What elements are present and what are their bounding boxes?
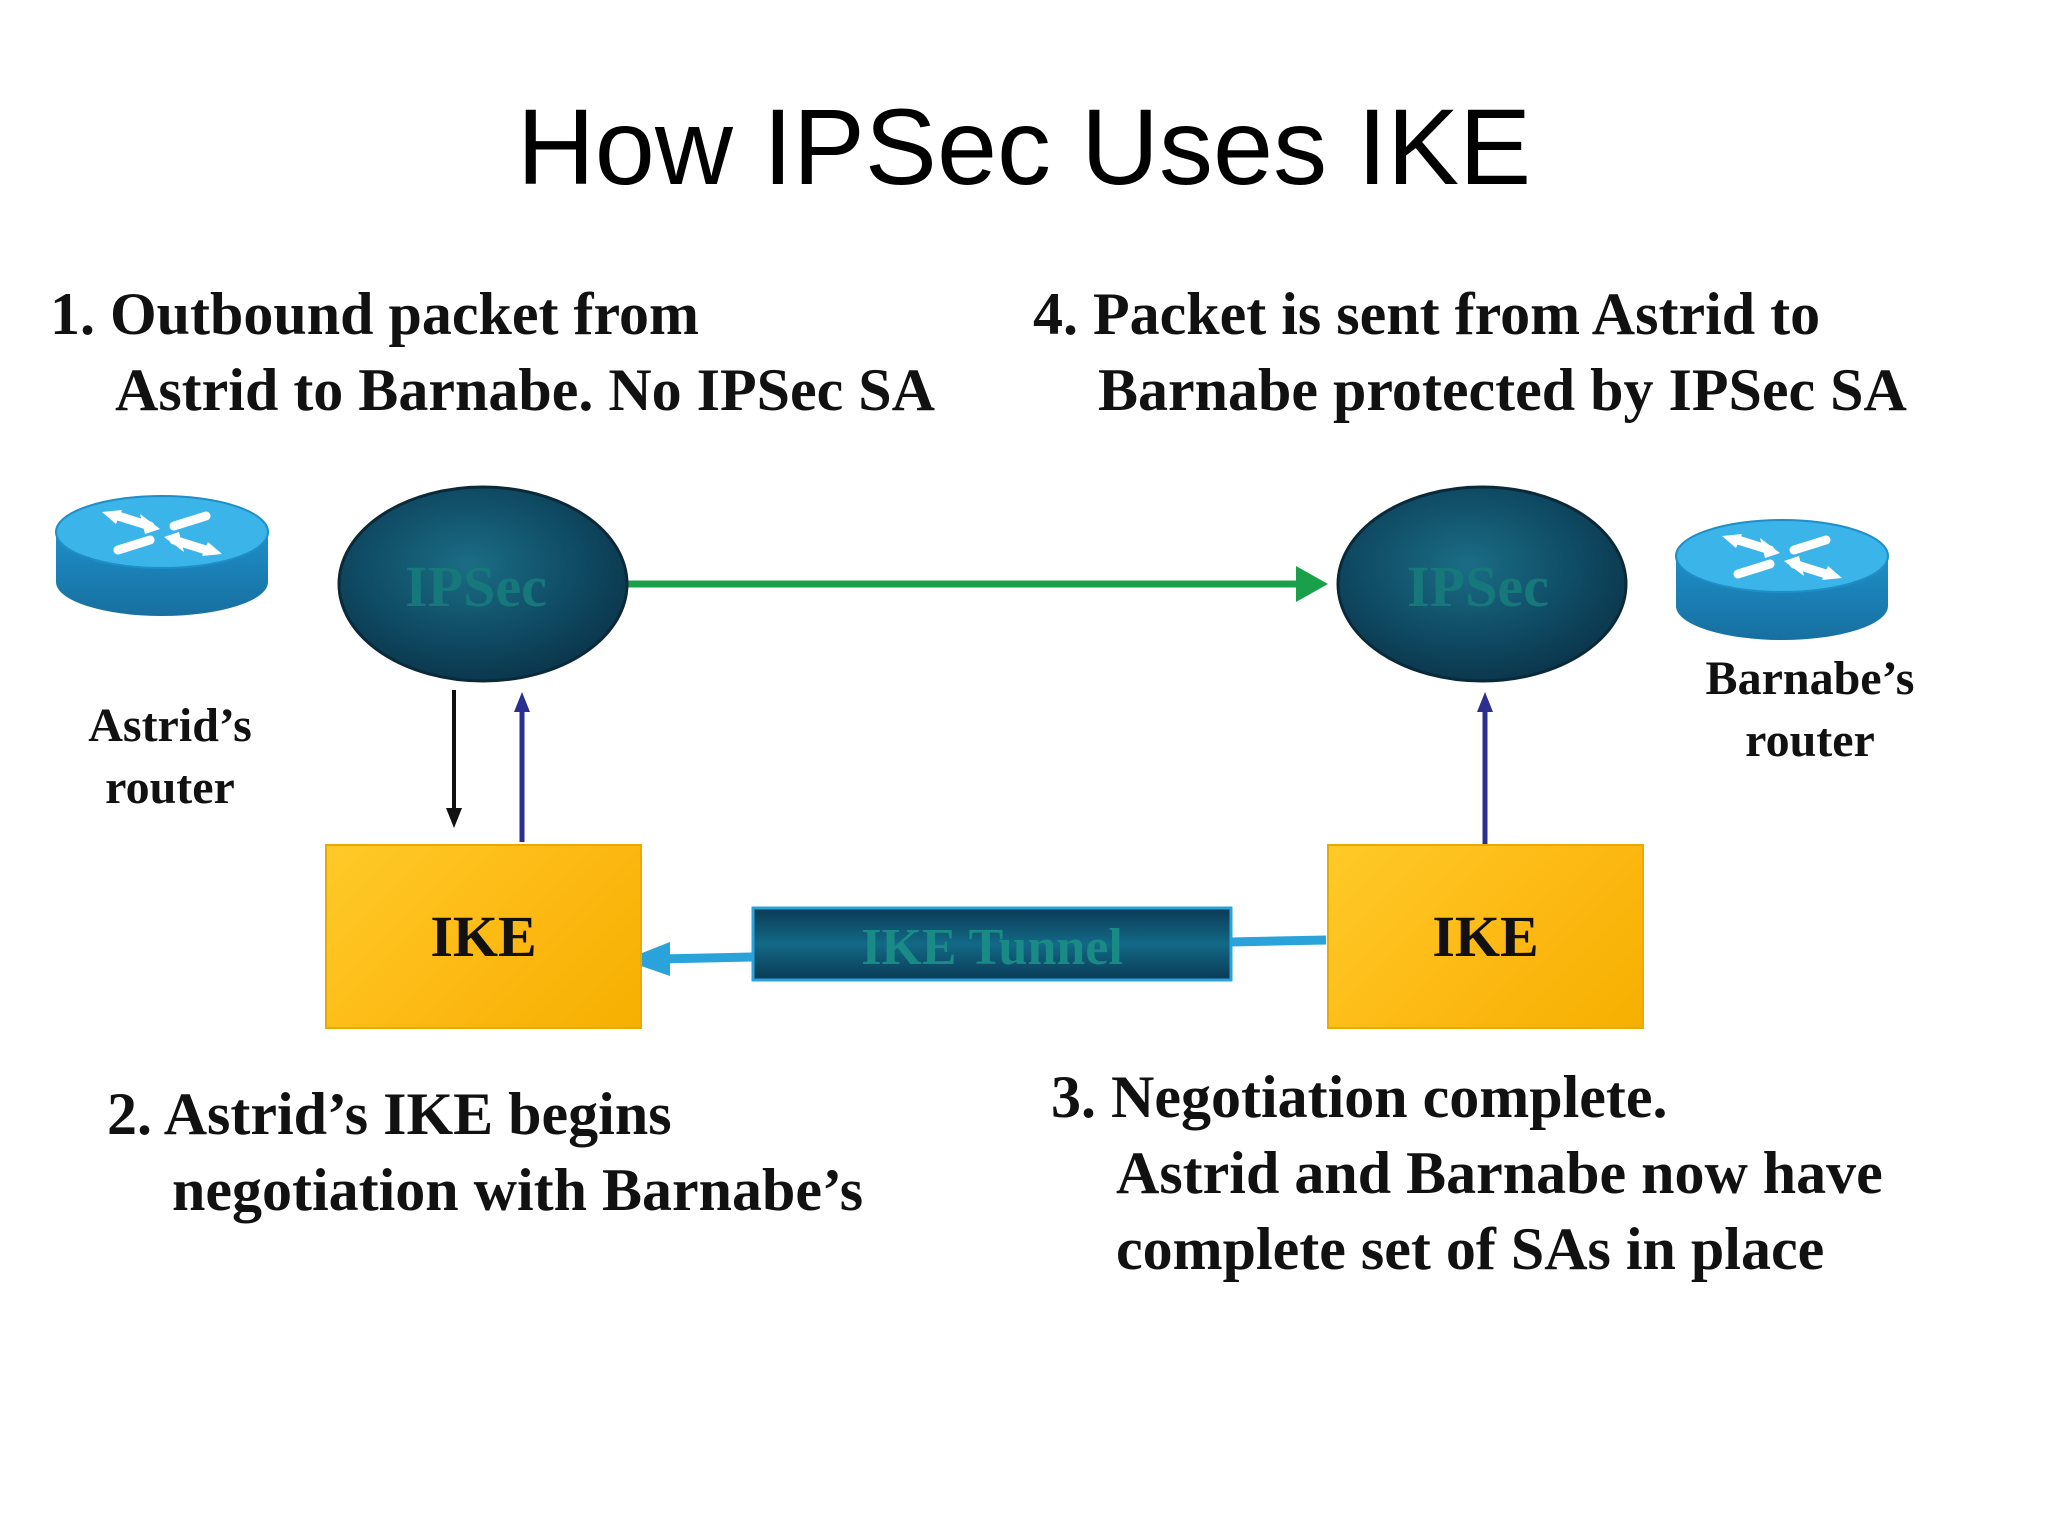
step-1-line-1: Outbound packet from xyxy=(110,281,699,347)
step-4-number: 4. xyxy=(1033,281,1078,347)
astrid-router-label: Astrid’s router xyxy=(60,695,280,819)
ipsec-left-node: IPSec xyxy=(337,485,629,683)
step-3-line-1: Negotiation complete. xyxy=(1111,1064,1668,1130)
astrid-router-label-line-1: Astrid’s xyxy=(88,699,252,752)
step-2-line-2: negotiation with Barnabe’s xyxy=(172,1157,864,1223)
barnabe-router-label-line-1: Barnabe’s xyxy=(1705,652,1915,705)
ipsec-left-label: IPSec xyxy=(405,554,547,619)
step-3-line-3: complete set of SAs in place xyxy=(1116,1216,1825,1282)
step-4-text: 4. Packet is sent from Astrid to Barnabe… xyxy=(1033,276,1907,428)
step-3-text: 3. Negotiation complete. Astrid and Barn… xyxy=(1051,1059,1883,1287)
ike-right-box: IKE xyxy=(1327,844,1644,1029)
ipsec-right-label: IPSec xyxy=(1407,554,1549,619)
step-1-number: 1. xyxy=(50,281,95,347)
ike-tunnel-label: IKE Tunnel xyxy=(861,919,1123,976)
ike-left-label: IKE xyxy=(430,904,537,969)
ike-left-box: IKE xyxy=(325,844,642,1029)
step-2-line-1: Astrid’s IKE begins xyxy=(163,1081,672,1147)
ike-tunnel-box: IKE Tunnel xyxy=(751,906,1233,982)
black-down-arrow xyxy=(446,690,462,828)
ike-right-label: IKE xyxy=(1432,904,1539,969)
blue-up-arrow-right xyxy=(1477,692,1493,846)
step-4-line-1: Packet is sent from Astrid to xyxy=(1093,281,1821,347)
ipsec-right-node: IPSec xyxy=(1336,485,1628,683)
astrid-router-icon xyxy=(55,495,269,616)
step-3-line-2: Astrid and Barnabe now have xyxy=(1116,1140,1883,1206)
step-2-number: 2. xyxy=(107,1081,152,1147)
step-2-text: 2. Astrid’s IKE begins negotiation with … xyxy=(107,1076,863,1228)
barnabe-router-label-line-2: router xyxy=(1745,714,1875,767)
barnabe-router-label: Barnabe’s router xyxy=(1690,648,1930,772)
blue-up-arrow-left xyxy=(514,692,530,842)
astrid-router-label-line-2: router xyxy=(105,761,235,814)
step-4-line-2: Barnabe protected by IPSec SA xyxy=(1098,357,1907,423)
slide-title: How IPSec Uses IKE xyxy=(516,86,1532,207)
ike-tunnel-arrow xyxy=(624,935,1327,976)
barnabe-router-icon xyxy=(1675,519,1889,640)
step-1-text: 1. Outbound packet from Astrid to Barnab… xyxy=(50,276,935,428)
step-1-line-2: Astrid to Barnabe. No IPSec SA xyxy=(115,357,935,423)
green-packet-arrow xyxy=(628,566,1328,602)
step-3-number: 3. xyxy=(1051,1064,1096,1130)
